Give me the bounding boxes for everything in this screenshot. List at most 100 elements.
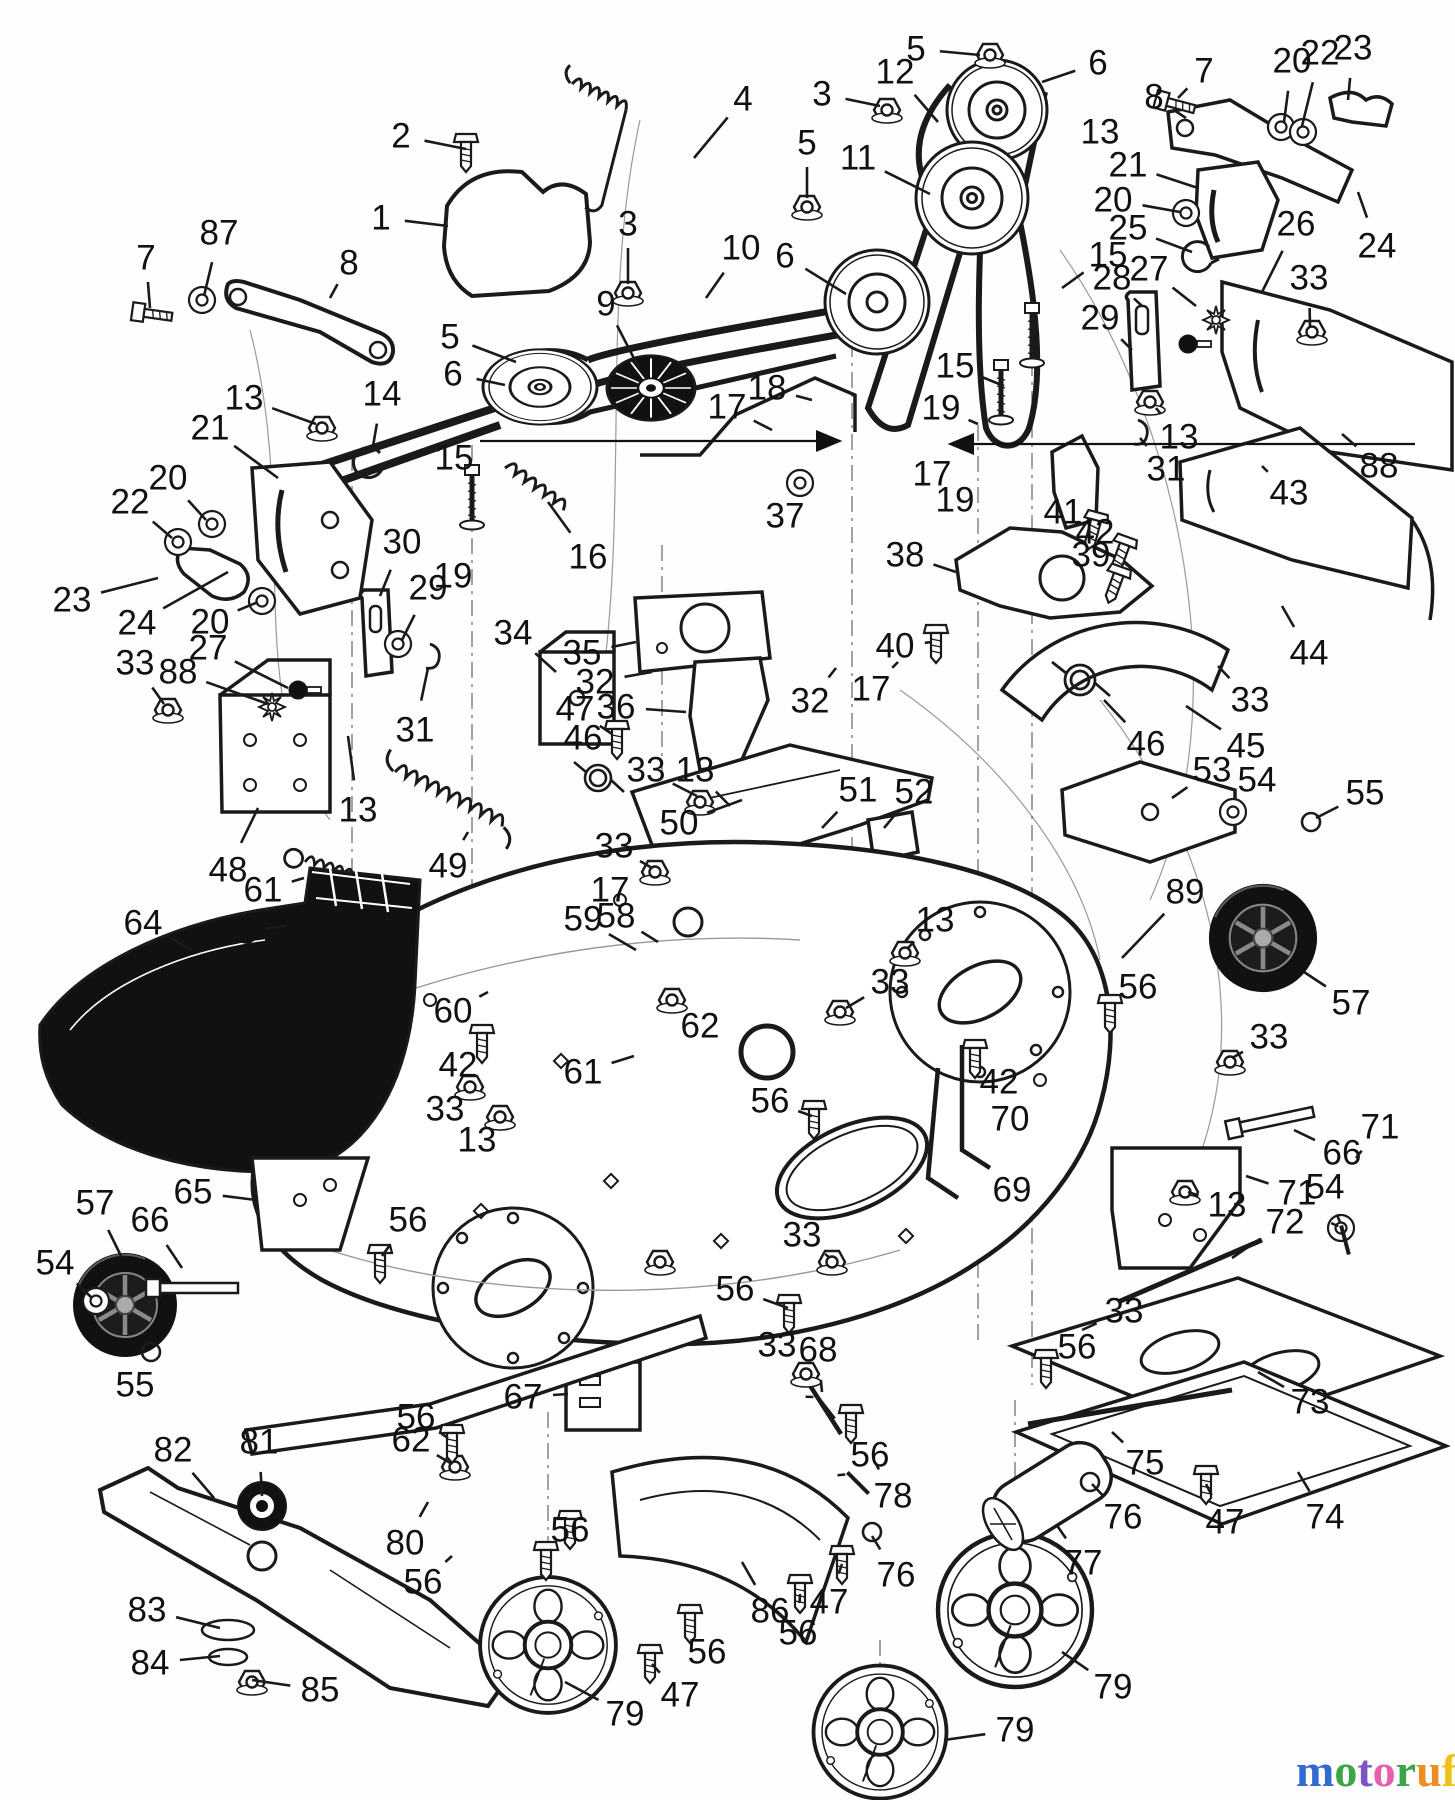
callout-label-29: 29 (1081, 299, 1120, 338)
fastener-nut (870, 97, 904, 125)
callout-label-12: 12 (876, 53, 915, 92)
callout-leader (982, 376, 1005, 388)
callout-label-33: 33 (871, 963, 910, 1002)
callout-label-36: 36 (597, 688, 636, 727)
callout-leader (891, 661, 899, 669)
callout-leader (1257, 1370, 1285, 1389)
callout-label-13: 13 (339, 791, 378, 830)
callout-leader (205, 680, 269, 706)
callout-label-71: 71 (1278, 1174, 1317, 1213)
callout-label-42: 42 (1076, 513, 1115, 552)
fastener-washer (785, 468, 815, 498)
callout-leader (462, 831, 470, 841)
arm-hole (228, 287, 248, 307)
callout-leader (1133, 297, 1143, 307)
callout-label-40: 40 (876, 627, 915, 666)
callout-leader (797, 1109, 813, 1118)
callout-leader (165, 1244, 184, 1269)
wheel-hub-79 (478, 1575, 618, 1715)
callout-label-17: 17 (591, 871, 630, 910)
callout-label-31: 31 (396, 711, 435, 750)
callout-label-1: 1 (371, 199, 390, 238)
callout-label-46: 46 (1127, 725, 1166, 764)
callout-leader (1260, 250, 1284, 293)
callout-leader (819, 1379, 824, 1393)
deck-holes (423, 893, 1047, 1250)
callout-label-44: 44 (1290, 634, 1329, 673)
callout-label-47: 47 (810, 1583, 849, 1622)
callout-label-85: 85 (301, 1671, 340, 1710)
callout-leader (444, 1555, 453, 1563)
fastener-stud (1020, 303, 1044, 368)
callout-label-5: 5 (797, 124, 816, 163)
callout-leader (1282, 90, 1290, 123)
callout-leader (1054, 1523, 1067, 1540)
callout-label-59: 59 (564, 900, 603, 939)
callout-leader (1171, 786, 1189, 800)
baffle-86 (610, 1455, 851, 1646)
callout-label-21: 21 (191, 409, 230, 448)
gauge-wheel-right (1209, 884, 1317, 992)
callout-label-79: 79 (996, 1711, 1035, 1750)
callout-leader (1231, 1237, 1261, 1260)
axle-bolt-66-right (1223, 1105, 1316, 1141)
callout-label-56: 56 (1058, 1328, 1097, 1367)
callout-leader (1091, 1483, 1104, 1497)
callout-label-30: 30 (383, 523, 422, 562)
callout-label-72: 72 (1266, 1203, 1305, 1242)
fastener-nut (151, 697, 185, 725)
callout-label-48: 48 (209, 851, 248, 890)
callout-leader (1154, 407, 1162, 415)
cover-plate-26 (1220, 279, 1454, 473)
callout-leader (1061, 1650, 1090, 1672)
callout-label-31: 31 (1147, 450, 1186, 489)
callout-leader (645, 707, 687, 714)
callout-leader (471, 344, 517, 364)
callout-leader (1142, 204, 1181, 214)
callout-label-42: 42 (439, 1046, 478, 1085)
callout-label-5: 5 (906, 30, 925, 69)
fastener-nut (611, 280, 645, 308)
callout-label-20: 20 (191, 603, 230, 642)
callout-leader (943, 1732, 986, 1742)
callout-label-73: 73 (1291, 1383, 1330, 1422)
callout-label-38: 38 (886, 536, 925, 575)
callout-leader (611, 1054, 635, 1065)
callout-label-16: 16 (569, 538, 608, 577)
callout-leader (107, 1229, 124, 1259)
callout-label-61: 61 (564, 1053, 603, 1092)
callout-label-14: 14 (363, 375, 402, 414)
callout-label-8: 8 (339, 244, 358, 283)
callout-leader (234, 660, 289, 690)
fastener-nut (305, 415, 339, 443)
watermark-logo[interactable]: motoruf.de (1296, 1745, 1455, 1796)
callout-leader (400, 614, 416, 641)
callout-leader (933, 563, 957, 574)
callout-leader (1155, 237, 1193, 254)
callout-leader (291, 876, 305, 883)
callout-label-56: 56 (851, 1436, 890, 1475)
callout-leader (1303, 970, 1327, 988)
fastener-stud (989, 360, 1013, 425)
callout-label-87: 87 (200, 214, 239, 253)
callout-leader (1171, 286, 1197, 308)
callout-leader (845, 97, 881, 108)
fastener-screw (1032, 1348, 1060, 1390)
lower-bracket-group (243, 1045, 1451, 1646)
spindle-flange-right (888, 900, 1072, 1084)
callout-label-3: 3 (618, 205, 637, 244)
callout-leader (1315, 805, 1339, 820)
fastener-star (1202, 305, 1230, 335)
callout-label-88: 88 (159, 653, 198, 692)
callout-leader (827, 667, 838, 679)
callout-label-27: 27 (1130, 250, 1169, 289)
callout-label-13: 13 (1160, 418, 1199, 457)
center-discharge-slot (774, 1115, 930, 1221)
callout-label-57: 57 (1332, 984, 1371, 1023)
callout-label-62: 62 (681, 1007, 720, 1046)
callout-label-33: 33 (1231, 681, 1270, 720)
callout-leader (380, 1243, 392, 1257)
bracket-65 (250, 1156, 371, 1252)
callout-leader (1245, 1174, 1269, 1185)
torsion-spring-46a (573, 761, 625, 793)
